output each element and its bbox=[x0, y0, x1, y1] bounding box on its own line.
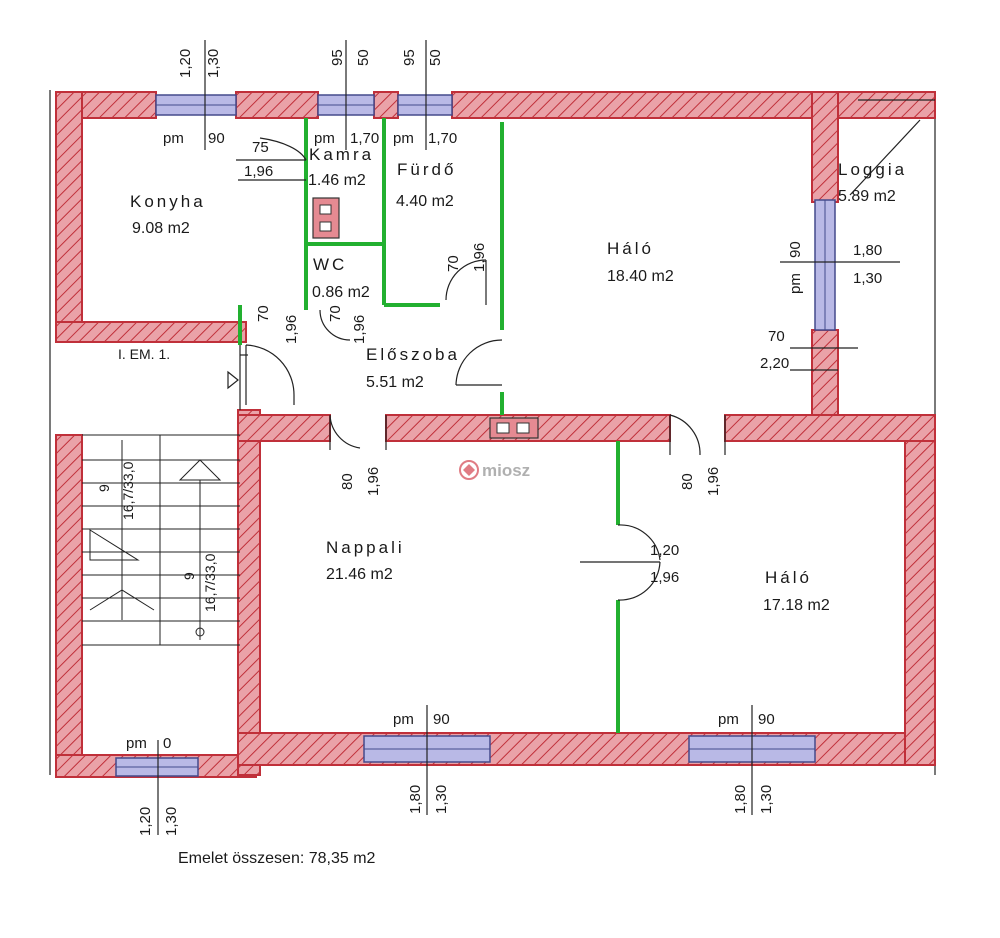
room-furdo-name: Fürdő bbox=[397, 160, 456, 179]
floor-total-area: Emelet összesen: 78,35 m2 bbox=[178, 850, 376, 867]
wall-top-3 bbox=[373, 91, 399, 119]
window-furdo-width: 95 bbox=[401, 49, 418, 66]
window-halo-bottom-width: 1,80 bbox=[732, 785, 749, 814]
wall-left-konyha bbox=[55, 91, 83, 343]
wall-mid-1 bbox=[237, 414, 331, 442]
wall-left-stairs bbox=[55, 434, 83, 776]
door-furdo-width: 70 bbox=[445, 255, 462, 272]
window-nappali-height: 1,30 bbox=[433, 785, 450, 814]
room-kamra-name: Kamra bbox=[309, 145, 374, 164]
wall-top-2 bbox=[235, 91, 319, 119]
door-konyha-width: 70 bbox=[255, 305, 272, 322]
door-konyha-height: 1,96 bbox=[283, 315, 300, 344]
doors bbox=[227, 137, 858, 601]
door-furdo-height: 1,96 bbox=[471, 243, 488, 272]
door-wc-width: 70 bbox=[327, 305, 344, 322]
door-nappali-width: 80 bbox=[339, 473, 356, 490]
window-kamra-pm-label: pm bbox=[314, 130, 335, 147]
door-nappali-height: 1,96 bbox=[365, 467, 382, 496]
room-halo-bottom-name: Háló bbox=[765, 568, 812, 587]
stair-2-count: 9 bbox=[181, 572, 197, 580]
room-konyha-name: Konyha bbox=[130, 192, 206, 211]
stair-2-ratio: 16,7/33,0 bbox=[202, 553, 218, 612]
room-nappali-area: 21.46 m2 bbox=[326, 566, 393, 583]
room-nappali-name: Nappali bbox=[326, 538, 405, 557]
door-sliding-height: 1,96 bbox=[650, 569, 679, 586]
window-nappali-pm-label: pm bbox=[393, 711, 414, 728]
door-halo-bottom-width: 80 bbox=[679, 473, 696, 490]
wall-top-4 bbox=[451, 91, 936, 119]
room-halo-top-name: Háló bbox=[607, 239, 654, 258]
wall-right-halo bbox=[904, 414, 936, 766]
chimney bbox=[312, 197, 539, 439]
stair-label: I. EM. 1. bbox=[118, 346, 170, 362]
partitions bbox=[238, 118, 620, 733]
room-loggia-area: 5.89 m2 bbox=[838, 188, 896, 205]
window-stair-bottom-height: 1,30 bbox=[163, 807, 180, 836]
window-furdo-pm-value: 1,70 bbox=[428, 130, 457, 147]
room-kamra-area: 1.46 m2 bbox=[308, 172, 366, 189]
window-kamra-width: 95 bbox=[329, 49, 346, 66]
window-halo-bottom-pm-label: pm bbox=[718, 711, 739, 728]
window-konyha-height: 1,30 bbox=[205, 49, 222, 78]
stair-1-ratio: 16,7/33,0 bbox=[120, 461, 136, 520]
door-halo-bottom-height: 1,96 bbox=[705, 467, 722, 496]
window-furdo-height: 50 bbox=[427, 49, 444, 66]
room-halo-bottom-area: 17.18 m2 bbox=[763, 597, 830, 614]
window-stair-bottom-pm-label: pm bbox=[126, 735, 147, 752]
room-eloszoba-area: 5.51 m2 bbox=[366, 374, 424, 391]
wall-stair-right bbox=[237, 409, 261, 776]
window-nappali-pm-value: 90 bbox=[433, 711, 450, 728]
window-halo-right-pm-label: pm bbox=[787, 273, 804, 294]
door-sliding-width: 1,20 bbox=[650, 542, 679, 559]
window-halo-right-pm-value: 90 bbox=[787, 241, 804, 258]
window-konyha-width: 1,20 bbox=[177, 49, 194, 78]
window-nappali-width: 1,80 bbox=[407, 785, 424, 814]
room-halo-top-area: 18.40 m2 bbox=[607, 268, 674, 285]
window-furdo-pm-label: pm bbox=[393, 130, 414, 147]
door-loggia-height: 2,20 bbox=[760, 355, 789, 372]
wall-konyha-bottom bbox=[55, 321, 247, 343]
stairs bbox=[82, 434, 240, 646]
window-stair-bottom-pm-value: 0 bbox=[163, 735, 171, 752]
window-stair-bottom-width: 1,20 bbox=[137, 807, 154, 836]
window-halo-bottom-height: 1,30 bbox=[758, 785, 775, 814]
room-wc-name: WC bbox=[313, 255, 347, 274]
room-loggia-name: Loggia bbox=[838, 160, 907, 179]
room-wc-area: 0.86 m2 bbox=[312, 284, 370, 301]
room-furdo-area: 4.40 m2 bbox=[396, 193, 454, 210]
wall-mid-3 bbox=[724, 414, 936, 442]
wall-halo-loggia-lower bbox=[811, 329, 839, 421]
dimension-ticks bbox=[157, 40, 935, 835]
wall-bottom-main bbox=[237, 732, 936, 766]
window-konyha-pm-label: pm bbox=[163, 130, 184, 147]
window-halo-right-width: 1,80 bbox=[853, 242, 882, 259]
window-halo-bottom-pm-value: 90 bbox=[758, 711, 775, 728]
room-konyha-area: 9.08 m2 bbox=[132, 220, 190, 237]
window-kamra-height: 50 bbox=[355, 49, 372, 66]
watermark-text: miosz bbox=[482, 461, 530, 480]
wall-halo-loggia-upper bbox=[811, 91, 839, 203]
door-loggia-width: 70 bbox=[768, 328, 785, 345]
window-kamra-pm-value: 1,70 bbox=[350, 130, 379, 147]
door-kamra-width: 75 bbox=[252, 139, 269, 156]
watermark: miosz bbox=[459, 460, 530, 480]
door-wc-height: 1,96 bbox=[351, 315, 368, 344]
door-kamra-height: 1,96 bbox=[244, 163, 273, 180]
window-halo-right-height: 1,30 bbox=[853, 270, 882, 287]
window-konyha-pm-value: 90 bbox=[208, 130, 225, 147]
room-eloszoba-name: Előszoba bbox=[366, 345, 460, 364]
stair-1-count: 9 bbox=[96, 484, 112, 492]
